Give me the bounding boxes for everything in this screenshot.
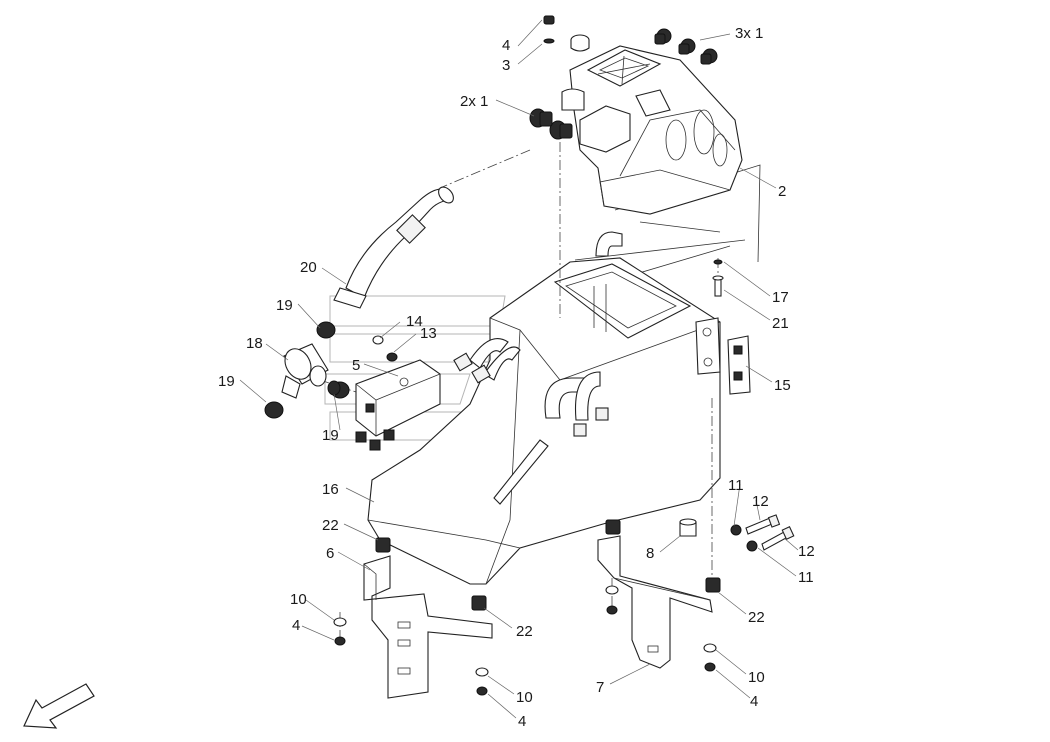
callout-4-top: 4 — [502, 37, 510, 54]
screws-17-21 — [712, 259, 724, 297]
callout-4-mid: 4 — [518, 713, 526, 730]
fuel-tank — [367, 231, 721, 585]
callout-21: 21 — [772, 315, 789, 332]
callout-12-lower: 12 — [798, 543, 815, 560]
callout-22-right: 22 — [748, 609, 765, 626]
callout-22-left: 22 — [322, 517, 339, 534]
callout-5: 5 — [352, 357, 360, 374]
distribution-block — [355, 335, 441, 451]
callout-15: 15 — [774, 377, 791, 394]
callout-18: 18 — [246, 335, 263, 352]
callout-10-left: 10 — [290, 591, 307, 608]
hose-clamps-19 — [264, 321, 350, 419]
rubber-mounts-22 — [375, 519, 721, 611]
callout-10-mid: 10 — [516, 689, 533, 706]
bracket-15 — [727, 335, 751, 395]
support-bracket-left — [363, 555, 493, 699]
callout-13: 13 — [420, 325, 437, 342]
callout-11-lower: 11 — [798, 569, 814, 586]
callout-4-left: 4 — [292, 617, 300, 634]
callout-labels: 4 3 3x 1 2x 1 2 20 17 21 19 14 13 18 5 1… — [218, 25, 815, 730]
callout-3x1: 3x 1 — [735, 25, 763, 42]
callout-17: 17 — [772, 289, 789, 306]
callout-11-upper: 11 — [728, 477, 744, 494]
grommets-2x — [529, 108, 573, 140]
t-connector — [281, 343, 329, 399]
callout-12-upper: 12 — [752, 493, 769, 510]
callout-2: 2 — [778, 183, 786, 200]
fuel-pump-housing — [561, 34, 743, 215]
support-bracket-right — [597, 535, 713, 669]
callout-8: 8 — [646, 545, 654, 562]
callout-6: 6 — [326, 545, 334, 562]
callout-19-upper: 19 — [276, 297, 293, 314]
callout-22-mid: 22 — [516, 623, 533, 640]
bolts-and-washers — [730, 514, 795, 552]
callout-leader-lines — [239, 19, 799, 719]
callout-19-left: 19 — [218, 373, 235, 390]
callout-20: 20 — [300, 259, 317, 276]
nuts-and-washers — [333, 585, 717, 696]
front-direction-arrow-icon — [23, 683, 95, 729]
callout-19-lower: 19 — [322, 427, 339, 444]
callout-16: 16 — [322, 481, 339, 498]
callout-7: 7 — [596, 679, 604, 696]
grommets-3x — [654, 28, 718, 65]
callout-4-right: 4 — [750, 693, 758, 710]
filler-hose — [333, 186, 454, 309]
callout-10-right: 10 — [748, 669, 765, 686]
callout-3-top: 3 — [502, 57, 510, 74]
callout-2x1: 2x 1 — [460, 93, 488, 110]
callout-14: 14 — [406, 313, 423, 330]
cap-and-seal-top — [543, 15, 555, 44]
